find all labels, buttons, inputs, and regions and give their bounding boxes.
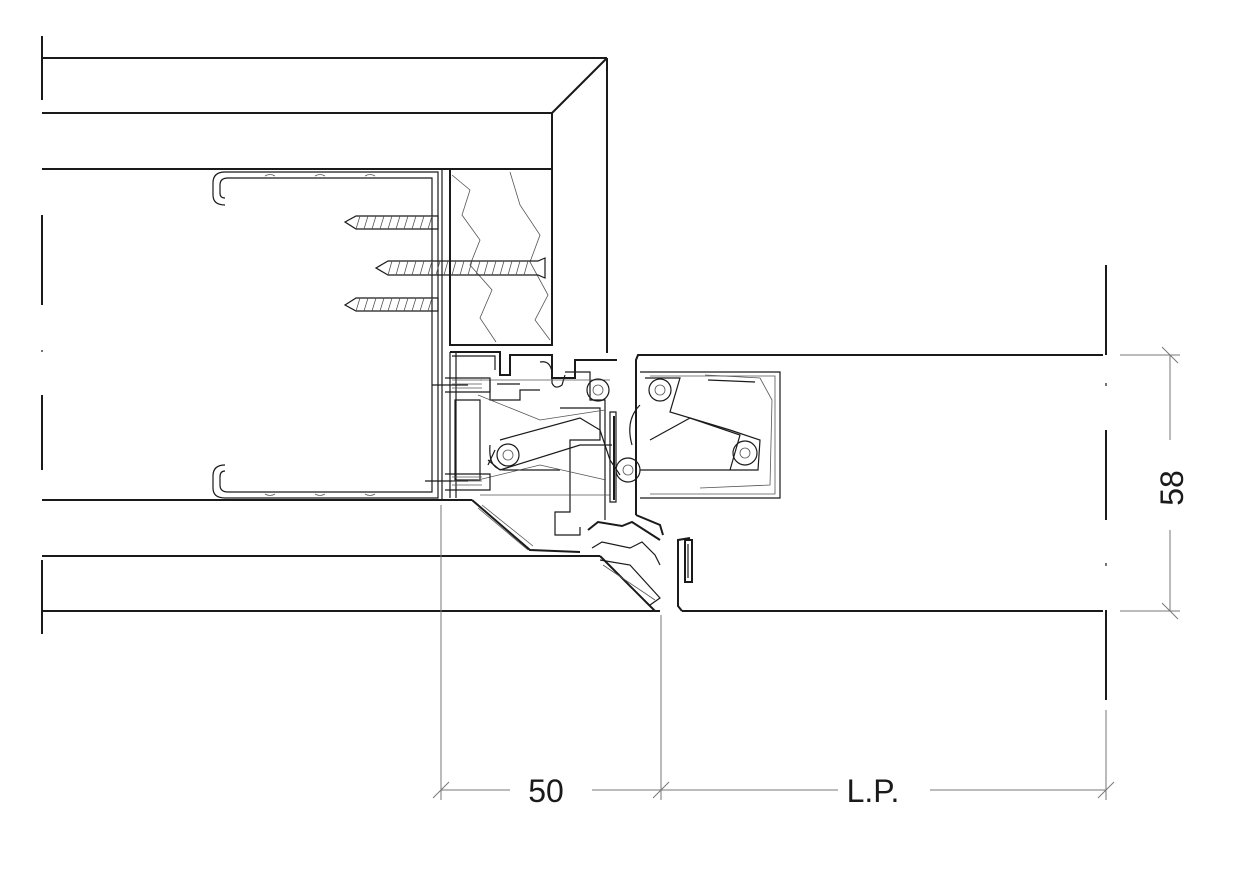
aluminium-frame-profile bbox=[425, 351, 617, 536]
bottom-frame-profile bbox=[42, 499, 660, 612]
screws bbox=[343, 215, 546, 312]
dimension-labels: 50 L.P. 58 bbox=[528, 470, 1190, 809]
concealed-hinge bbox=[487, 377, 761, 503]
dimension-label-50: 50 bbox=[528, 773, 564, 809]
steel-stud-channel bbox=[212, 169, 443, 500]
screw-lower bbox=[343, 297, 439, 312]
dimension-label-lp: L.P. bbox=[847, 773, 900, 809]
screw-middle bbox=[374, 257, 546, 279]
dimension-label-58: 58 bbox=[1154, 470, 1190, 506]
door-leaf bbox=[635, 354, 1103, 612]
top-frame-profile bbox=[42, 57, 608, 353]
screw-upper bbox=[343, 215, 439, 230]
dimension-lines bbox=[432, 346, 1180, 800]
seal-gasket bbox=[587, 520, 661, 606]
insulation-block bbox=[449, 168, 553, 346]
